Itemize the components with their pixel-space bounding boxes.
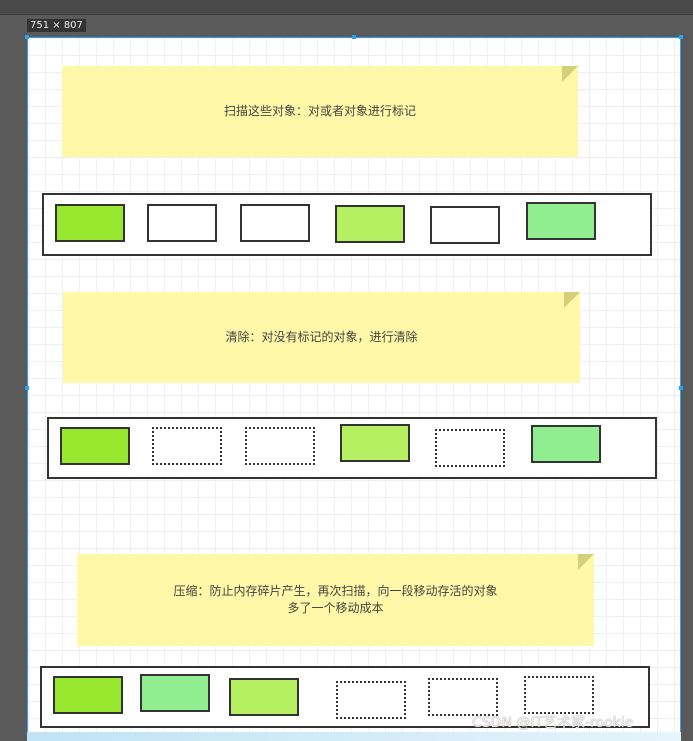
note-line: 扫描这些对象：对或者对象进行标记	[223, 104, 416, 118]
resize-handle[interactable]	[25, 386, 29, 390]
object-box-light-green[interactable]	[335, 205, 405, 243]
resize-handle[interactable]	[352, 35, 356, 39]
object-box-white[interactable]	[240, 204, 310, 242]
object-box-pastel-green[interactable]	[526, 202, 596, 240]
sticky-note[interactable]: 压缩：防止内存碎片产生，再次扫描，向一段移动存活的对象多了一个移动成本	[77, 554, 594, 646]
note-line: 清除：对没有标记的对象，进行清除	[225, 330, 418, 344]
bottom-decoration	[27, 732, 681, 741]
toolbar	[0, 0, 693, 15]
object-box-light-green[interactable]	[229, 678, 299, 716]
resize-handle[interactable]	[679, 386, 683, 390]
freed-object-slot[interactable]	[245, 427, 315, 465]
object-box-bright-green[interactable]	[55, 204, 125, 242]
note-line: 压缩：防止内存碎片产生，再次扫描，向一段移动存活的对象	[173, 584, 498, 598]
note-fold-corner	[562, 66, 578, 82]
sticky-note[interactable]: 清除：对没有标记的对象，进行清除	[63, 292, 580, 383]
freed-object-slot[interactable]	[336, 681, 406, 719]
freed-object-slot[interactable]	[152, 427, 222, 465]
freed-object-slot[interactable]	[524, 676, 594, 714]
note-text: 清除：对没有标记的对象，进行清除	[225, 329, 417, 346]
note-fold-corner	[564, 292, 580, 308]
object-box-white[interactable]	[147, 204, 217, 242]
object-box-bright-green[interactable]	[60, 427, 130, 465]
freed-object-slot[interactable]	[435, 429, 505, 467]
size-label: 751 × 807	[27, 19, 86, 32]
freed-object-slot[interactable]	[428, 678, 498, 716]
object-box-bright-green[interactable]	[53, 676, 123, 714]
resize-handle[interactable]	[25, 35, 29, 39]
object-box-pastel-green[interactable]	[531, 425, 601, 463]
object-box-pastel-green[interactable]	[140, 674, 210, 712]
object-box-light-green[interactable]	[340, 424, 410, 462]
sticky-note[interactable]: 扫描这些对象：对或者对象进行标记	[62, 66, 578, 157]
note-line: 多了一个移动成本	[287, 601, 384, 615]
note-fold-corner	[578, 554, 594, 570]
object-box-white[interactable]	[430, 206, 500, 244]
note-text: 扫描这些对象：对或者对象进行标记	[224, 103, 416, 120]
resize-handle[interactable]	[679, 35, 683, 39]
note-text: 压缩：防止内存碎片产生，再次扫描，向一段移动存活的对象多了一个移动成本	[173, 583, 497, 617]
watermark: CSDN @IT艺术家-rookie	[472, 715, 634, 731]
